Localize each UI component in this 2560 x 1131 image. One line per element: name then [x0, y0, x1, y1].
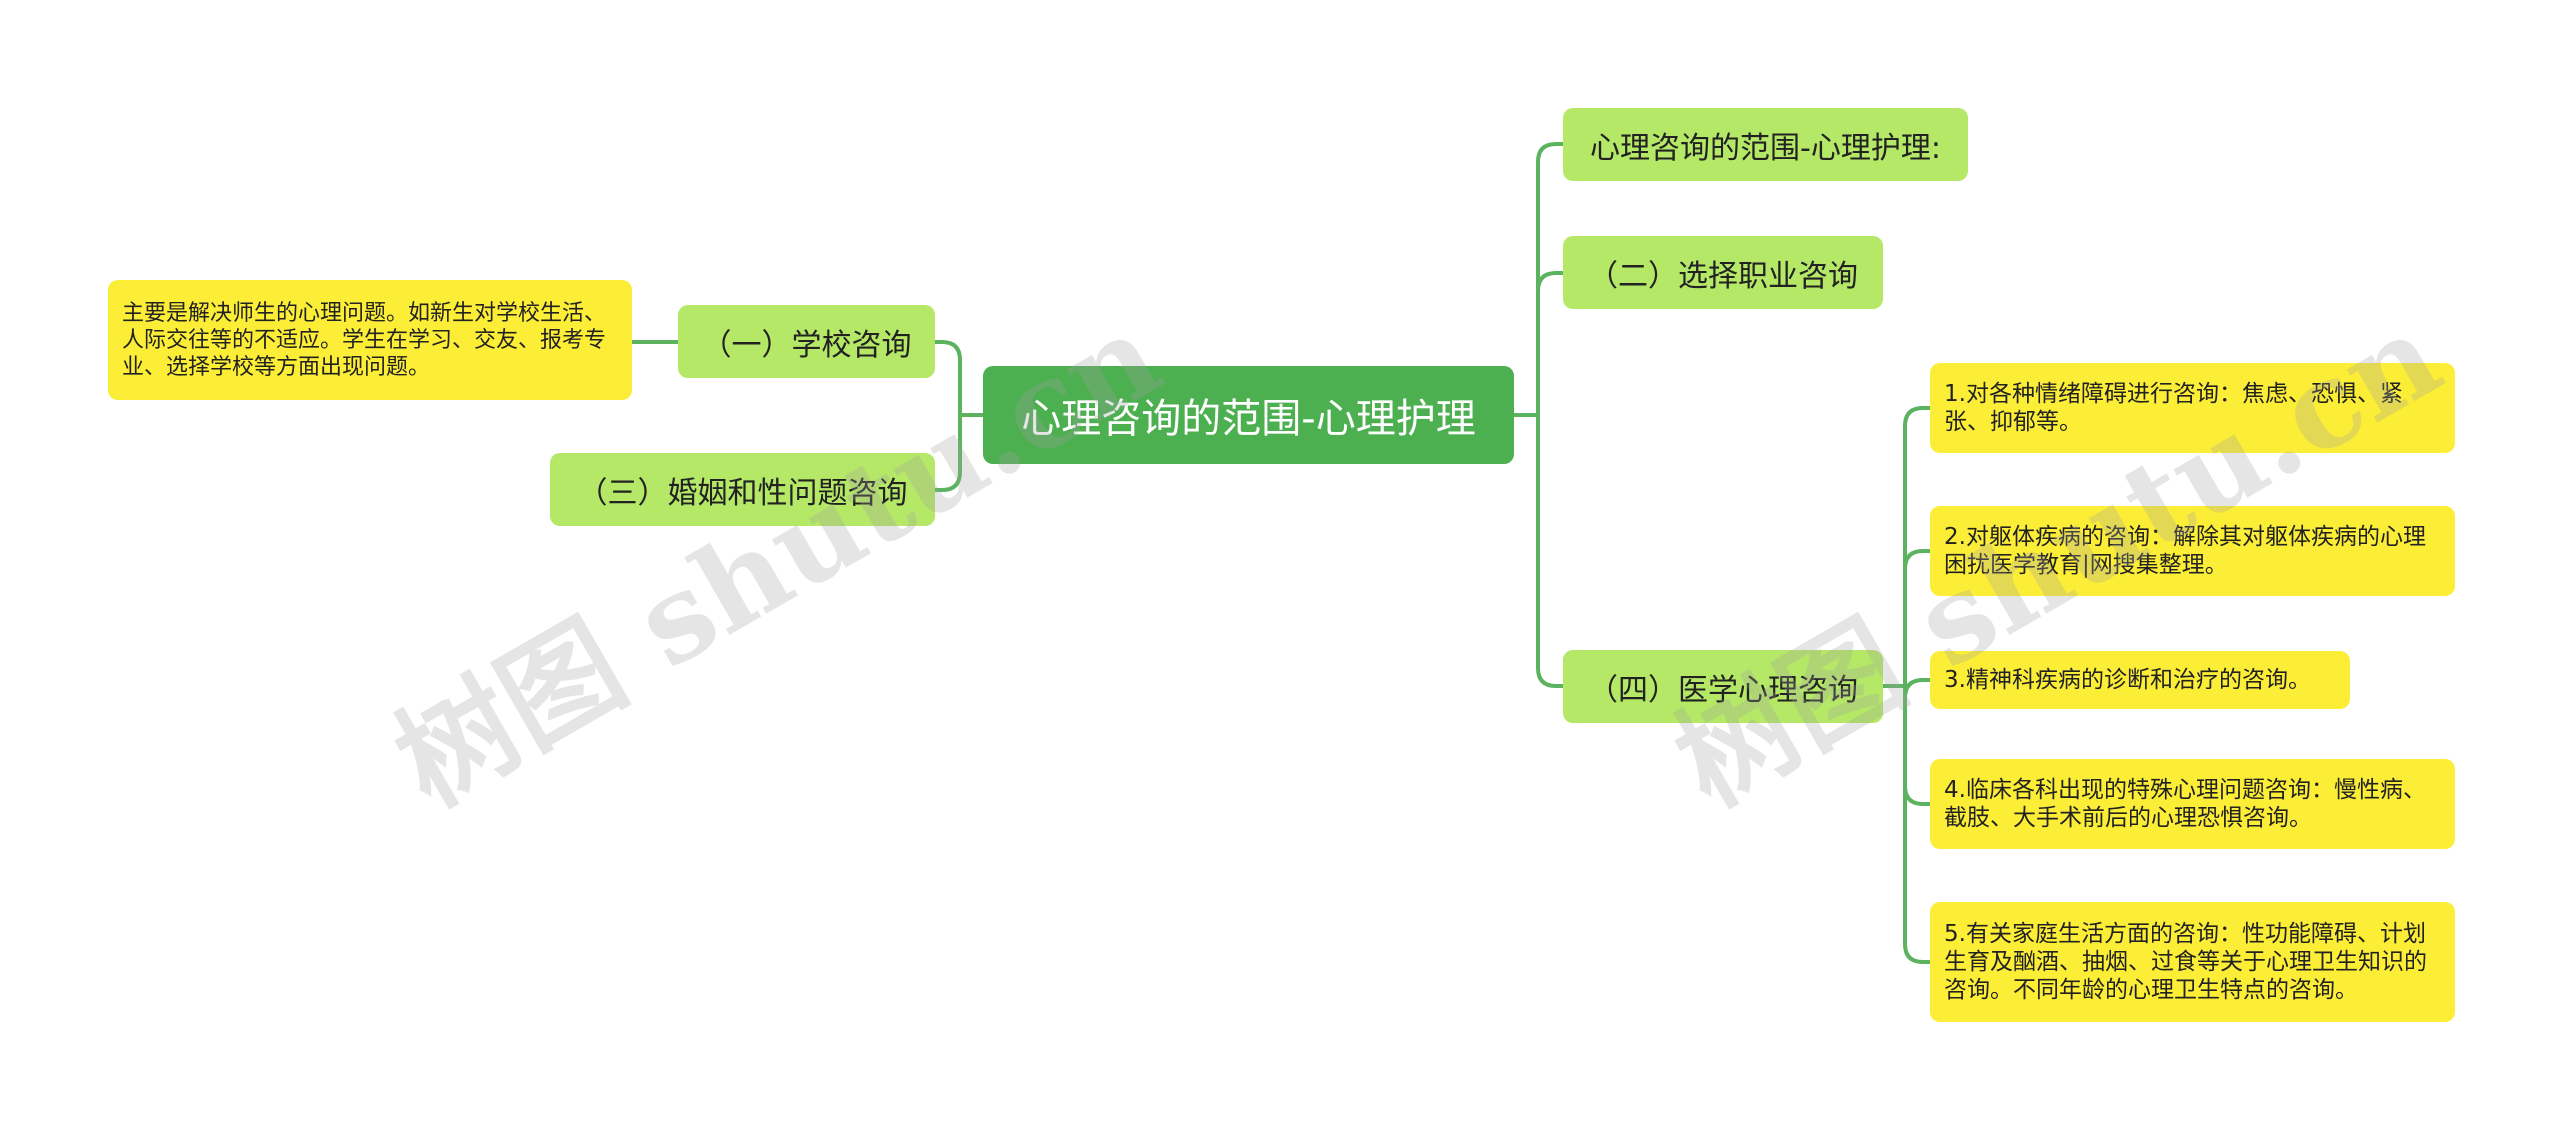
root-label: 心理咨询的范围-心理护理	[1021, 396, 1476, 442]
leaf-school-detail[interactable]: 主要是解决师生的心理问题。如新生对学校生活、人际交往等的不适应。学生在学习、交友…	[108, 280, 632, 400]
link-right-career	[1536, 271, 1565, 417]
branch-school[interactable]: （一）学校咨询	[678, 305, 935, 378]
branch-medical[interactable]: （四）医学心理咨询	[1563, 650, 1883, 723]
branch-medical-label: （四）医学心理咨询	[1588, 672, 1858, 708]
leaf-medical-3[interactable]: 3.精神科疾病的诊断和治疗的咨询。	[1930, 651, 2350, 709]
link-right-medical	[1536, 413, 1565, 688]
link-right-title	[1536, 142, 1565, 417]
leaf-medical-4[interactable]: 4.临床各科出现的特殊心理问题咨询：慢性病、截肢、大手术前后的心理恐惧咨询。	[1930, 759, 2455, 849]
leaf-school-detail-text: 主要是解决师生的心理问题。如新生对学校生活、人际交往等的不适应。学生在学习、交友…	[122, 300, 607, 380]
branch-marriage-label: （三）婚姻和性问题咨询	[577, 475, 908, 511]
branch-career[interactable]: （二）选择职业咨询	[1563, 236, 1883, 309]
leaf-medical-1[interactable]: 1.对各种情绪障碍进行咨询：焦虑、恐惧、紧张、抑郁等。	[1930, 363, 2455, 453]
leaf-medical-5[interactable]: 5.有关家庭生活方面的咨询：性功能障碍、计划生育及酗酒、抽烟、过食等关于心理卫生…	[1930, 902, 2455, 1022]
branch-marriage[interactable]: （三）婚姻和性问题咨询	[550, 453, 935, 526]
leaf-medical-3-text: 3.精神科疾病的诊断和治疗的咨询。	[1944, 667, 2311, 693]
root-node[interactable]: 心理咨询的范围-心理护理	[983, 366, 1514, 464]
leaf-medical-4-text: 4.临床各科出现的特殊心理问题咨询：慢性病、截肢、大手术前后的心理恐惧咨询。	[1944, 777, 2426, 831]
leaf-medical-1-text: 1.对各种情绪障碍进行咨询：焦虑、恐惧、紧张、抑郁等。	[1944, 381, 2403, 435]
link-left-school	[933, 340, 962, 417]
branch-title-label: 心理咨询的范围-心理护理:	[1590, 130, 1941, 166]
link-left-marriage	[933, 413, 962, 492]
branch-school-label: （一）学校咨询	[701, 327, 912, 363]
link-medical-item-1	[1903, 406, 1932, 688]
link-medical-item-4	[1903, 684, 1932, 806]
leaf-medical-2-text: 2.对躯体疾病的咨询：解除其对躯体疾病的心理困扰医学教育|网搜集整理。	[1944, 524, 2426, 578]
leaf-medical-2[interactable]: 2.对躯体疾病的咨询：解除其对躯体疾病的心理困扰医学教育|网搜集整理。	[1930, 506, 2455, 596]
leaf-medical-5-text: 5.有关家庭生活方面的咨询：性功能障碍、计划生育及酗酒、抽烟、过食等关于心理卫生…	[1944, 921, 2427, 1003]
link-medical-item-2	[1903, 549, 1932, 688]
link-medical-item-5	[1903, 684, 1932, 964]
branch-career-label: （二）选择职业咨询	[1588, 258, 1858, 294]
branch-title[interactable]: 心理咨询的范围-心理护理:	[1563, 108, 1968, 181]
link-medical-item-3	[1903, 678, 1932, 699]
